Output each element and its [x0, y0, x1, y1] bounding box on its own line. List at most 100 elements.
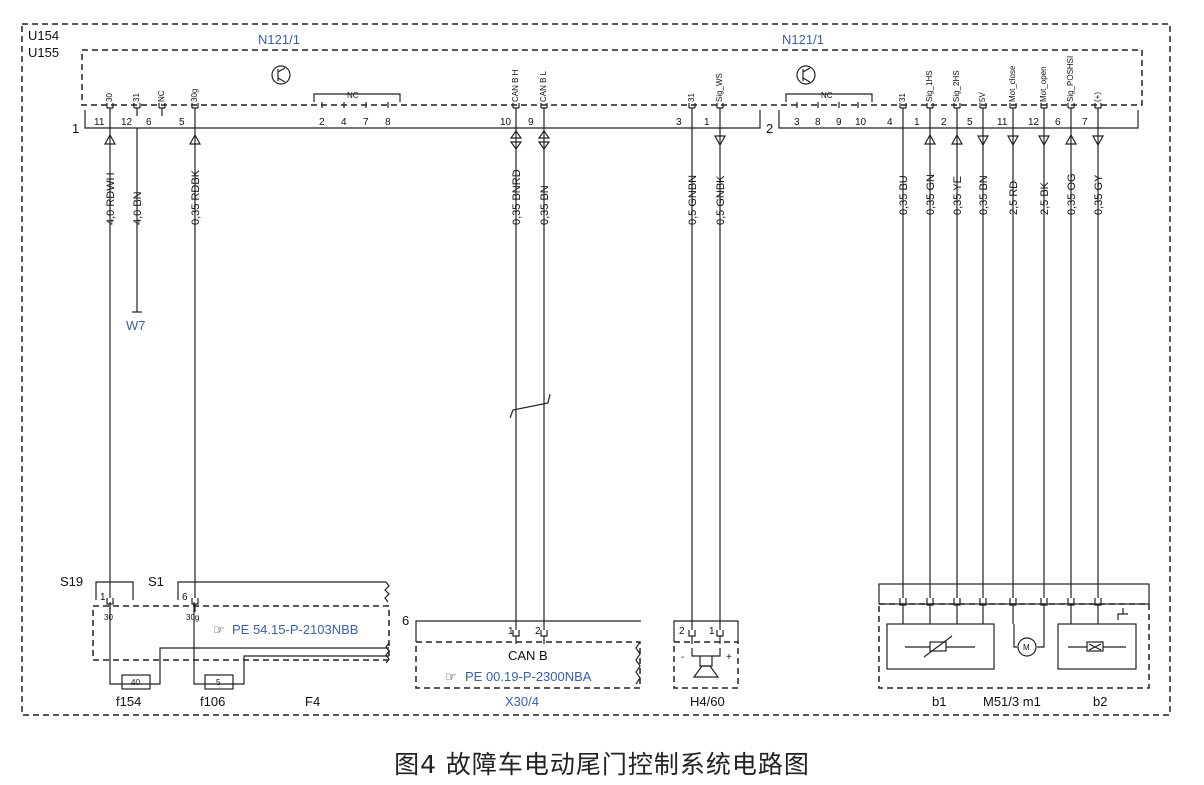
- circuit-diagram: U154 U155 N121/1 N121/1 NC NC 1 2 30114,…: [21, 23, 1171, 716]
- pin-number: 4: [887, 117, 893, 128]
- connector-2-pin: [979, 103, 987, 116]
- connector-1-bracket: [84, 110, 761, 129]
- can-pin-1: 1: [508, 626, 514, 637]
- pin-number: 7: [1082, 117, 1088, 128]
- input-arrow-icon: [950, 133, 964, 145]
- lower-pin-stub: [540, 630, 548, 637]
- pointer-icon: ☞: [445, 669, 457, 684]
- connector-1-pin: [688, 103, 696, 116]
- m51-box: [878, 603, 1150, 689]
- pin-number: 2: [941, 117, 947, 128]
- pin-signal-label: Mot_close: [1008, 65, 1017, 102]
- f4-break-icon: [385, 642, 390, 664]
- pin-signal-label: Sig_WS: [715, 73, 724, 102]
- pin-signal-label: Mot_open: [1039, 66, 1048, 102]
- fuse-f154-rating: 40: [131, 678, 140, 687]
- pin-number: 9: [528, 117, 534, 128]
- input-arrow-icon: [923, 133, 937, 145]
- pin-number: 3: [676, 117, 682, 128]
- pin-number: 10: [500, 117, 512, 128]
- connector-1-pin: [158, 103, 166, 116]
- pin-signal-label: CAN B H: [511, 69, 520, 102]
- s1-bracket: [177, 581, 386, 600]
- label-can-b: CAN B: [508, 648, 548, 663]
- f106-wire: [193, 602, 389, 685]
- pin-number: 1: [914, 117, 920, 128]
- wire-spec-label: 0,35 BN: [539, 185, 551, 225]
- label-f4: F4: [305, 694, 320, 709]
- wire-spec-label: 0,35 BU: [898, 175, 910, 215]
- sensor-b2-box: [1057, 623, 1137, 670]
- connector-1-pin: [716, 103, 724, 116]
- x30-break-icon: [635, 641, 641, 685]
- pointer-icon: ☞: [213, 622, 225, 637]
- pin-signal-label: 31: [132, 93, 141, 102]
- pin-number: 11: [997, 117, 1008, 128]
- nc-label-left: NC: [347, 91, 359, 100]
- buzzer-icon: [691, 648, 721, 678]
- pin-number: 6: [1055, 117, 1061, 128]
- wire-spec-label: 0,35 RDBK: [190, 169, 202, 225]
- pin-number: 11: [94, 117, 105, 128]
- s19-pin: 1: [100, 592, 106, 603]
- label-h4-60: H4/60: [690, 694, 725, 709]
- nc-pin-number: 3: [794, 117, 800, 128]
- bidirectional-arrow-icon: [537, 129, 551, 151]
- pin-signal-label: 31: [687, 93, 696, 102]
- n121-label-right: N121/1: [782, 32, 824, 47]
- bidirectional-arrow-icon: [509, 129, 523, 151]
- pin-signal-label: 30g: [190, 89, 199, 102]
- sensor-b1-box: [886, 623, 995, 670]
- can-wire-break: [509, 393, 551, 419]
- wire-spec-label: 0,35 OG: [1066, 173, 1078, 215]
- fuse-f154: [121, 674, 151, 690]
- label-f106: f106: [200, 694, 225, 709]
- wire-spec-label: 0,5 GNBN: [687, 175, 699, 225]
- connector-1-pin: [133, 103, 141, 116]
- sensor-b1-icon: [905, 635, 975, 658]
- connector-1-pin: [106, 103, 114, 116]
- label-m51: M51/3 m1: [983, 694, 1041, 709]
- wire-spec-label: 0,35 GY: [1093, 174, 1105, 215]
- label-s1: S1: [148, 574, 164, 589]
- nc-pin-number: 10: [855, 117, 867, 128]
- label-b1: b1: [932, 694, 946, 709]
- output-arrow-icon: [1091, 135, 1105, 147]
- transistor-icon: [271, 65, 291, 85]
- pin-signal-label: CAN B L: [539, 70, 548, 102]
- figure-caption: 图4 故障车电动尾门控制系统电路图: [394, 750, 810, 779]
- input-arrow-icon: [188, 133, 202, 145]
- b2-tick-icon: [1117, 608, 1128, 620]
- connector-1-label: 1: [72, 121, 79, 136]
- output-arrow-icon: [1006, 135, 1020, 147]
- nc-bracket-left: [313, 93, 401, 102]
- pin-number: 6: [146, 117, 152, 128]
- label-b2: b2: [1093, 694, 1107, 709]
- output-arrow-icon: [976, 135, 990, 147]
- connector-2-pin: [1067, 103, 1075, 116]
- pin-number: 1: [704, 117, 710, 128]
- pin-number: 5: [967, 117, 973, 128]
- pin-signal-label: (+): [1093, 92, 1102, 102]
- connector-2-pin: [926, 103, 934, 116]
- pin-signal-label: Sig_1HS: [925, 70, 934, 102]
- ref-pe-54: PE 54.15-P-2103NBB: [232, 622, 358, 637]
- ref-pe-00: PE 00.19-P-2300NBA: [465, 669, 592, 684]
- lower-pin-stub: [716, 630, 724, 637]
- motor-icon: M: [1013, 624, 1045, 657]
- s1-break-icon: [384, 581, 390, 603]
- wire-spec-label: 4,0 BN: [132, 191, 144, 225]
- pin-signal-label: 5V: [978, 92, 987, 102]
- pin-signal-label: Sig_2HS: [952, 70, 961, 102]
- label-w7: W7: [126, 318, 146, 333]
- pin-number: 12: [121, 117, 133, 128]
- s1-signal: 30g: [186, 613, 199, 622]
- pin-signal-label: Sig_POSHSI: [1066, 56, 1075, 102]
- pin-signal-label: NC: [157, 90, 166, 102]
- connector-2-label: 2: [766, 121, 773, 136]
- nc-pin-number: 4: [341, 117, 347, 128]
- connector-1-pin: [512, 103, 520, 116]
- connector-2-pin: [1094, 103, 1102, 116]
